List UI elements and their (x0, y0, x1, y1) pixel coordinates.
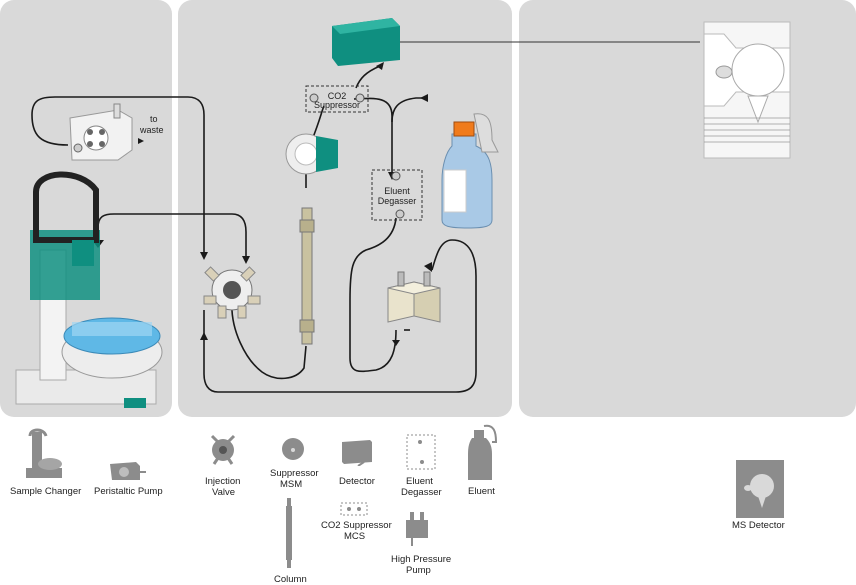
eluent-bottle-icon (468, 424, 498, 480)
eluent-degasser-label-2: Degasser (401, 487, 442, 498)
sample-changer (15, 171, 163, 408)
eluent-degasser-icon (406, 434, 436, 470)
high-pressure-pump (387, 271, 441, 323)
co2-fitting-left (309, 93, 319, 103)
high-pressure-pump-label-1: High Pressure (391, 554, 452, 565)
injection-valve-label-2: Valve (212, 487, 236, 498)
peristaltic-pump (69, 103, 133, 161)
co2-suppressor-box (305, 85, 369, 113)
peristaltic-pump-label: Peristaltic Pump (94, 486, 163, 497)
co2-suppressor-label-1: CO2 (328, 91, 347, 101)
eluent-bottle (441, 113, 499, 229)
column-label: Column (274, 574, 307, 585)
to-waste-label-1: to (150, 114, 158, 124)
eluent-label: Eluent (468, 486, 495, 497)
suppressor-msm-label-2: MSM (280, 479, 303, 490)
injection-valve-label-1: Injection (205, 476, 241, 487)
eluent-degasser-box (371, 169, 423, 221)
detector-label: Detector (339, 476, 375, 487)
column (299, 207, 315, 345)
sample-changer-label: Sample Changer (10, 486, 82, 497)
to-waste-label-2: waste (139, 125, 164, 135)
degasser-fitting-bottom (395, 209, 405, 219)
co2-suppressor-label-2: Suppressor (314, 100, 360, 110)
eluent-degasser-label-1: Eluent (406, 476, 433, 487)
co2-fitting-right (355, 93, 365, 103)
ms-detector (703, 21, 791, 159)
eluent-degasser-label-1: Eluent (384, 186, 410, 196)
suppressor-msm-icon (282, 438, 304, 460)
co2-suppressor-icon (340, 502, 368, 516)
high-pressure-pump-label-2: Pump (406, 565, 431, 576)
detector-icon (342, 440, 372, 466)
high-pressure-pump-icon (406, 512, 428, 546)
ms-detector-label: MS Detector (732, 520, 785, 531)
sample-changer-icon (26, 428, 62, 478)
eluent-degasser-label-2: Degasser (378, 196, 417, 206)
peristaltic-pump-icon (110, 462, 146, 480)
suppressor-msm-label-1: Suppressor (270, 468, 319, 479)
co2-suppressor-mcs-label-1: CO2 Suppressor (321, 520, 392, 531)
degasser-fitting-top (391, 171, 401, 181)
injection-valve-icon (210, 434, 236, 465)
ms-panel (519, 0, 856, 417)
column-icon (286, 498, 292, 568)
suppressor-msm (285, 133, 338, 175)
co2-suppressor-mcs-label-2: MCS (344, 531, 366, 542)
detector (332, 18, 400, 66)
ms-detector-icon (736, 460, 784, 518)
injection-valve (203, 266, 261, 319)
